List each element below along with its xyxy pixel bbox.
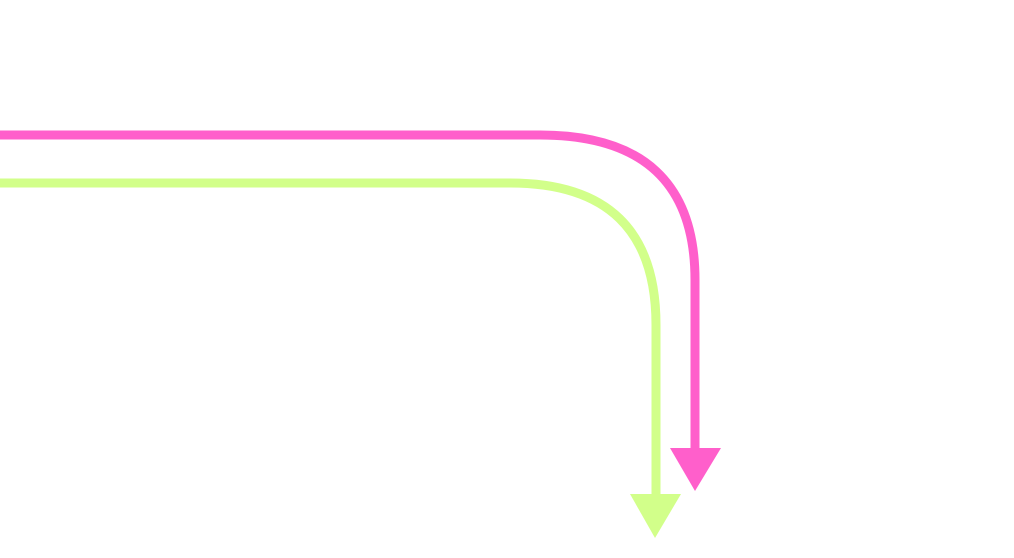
green-connector bbox=[0, 178, 681, 538]
green-connector-line bbox=[0, 178, 661, 497]
pink-connector-line bbox=[0, 130, 700, 452]
pink-connector-arrowhead bbox=[670, 448, 721, 491]
green-connector-arrowhead bbox=[630, 494, 681, 538]
pink-connector bbox=[0, 130, 721, 491]
